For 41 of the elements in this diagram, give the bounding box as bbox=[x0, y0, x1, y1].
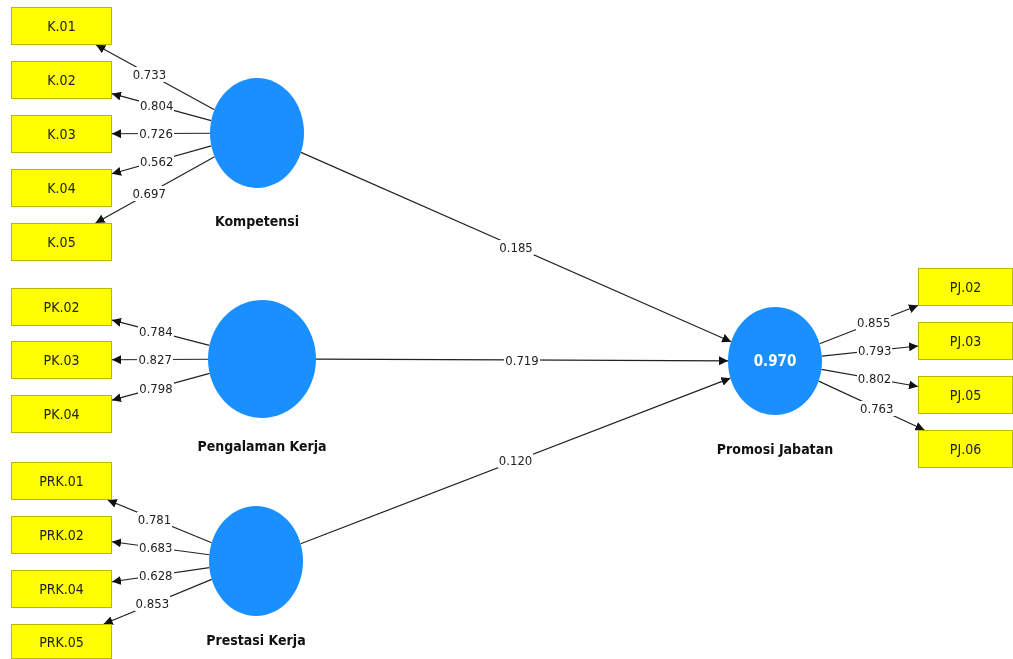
indicator-box: PK.03 bbox=[11, 341, 112, 379]
indicator-box: PJ.03 bbox=[918, 322, 1013, 360]
arrow bbox=[300, 377, 732, 545]
variable-name: Pengalaman Kerja bbox=[197, 438, 327, 454]
variable-name: Prestasi Kerja bbox=[206, 632, 306, 648]
edge-label: 0.804 bbox=[138, 98, 175, 114]
indicator-box: K.03 bbox=[11, 115, 112, 153]
arrow bbox=[315, 356, 729, 366]
edge-label: 0.855 bbox=[855, 315, 892, 331]
edge-label: 0.784 bbox=[138, 323, 174, 339]
arrow bbox=[300, 151, 732, 343]
edge-label: 0.853 bbox=[134, 596, 171, 612]
edge-label: 0.562 bbox=[138, 153, 175, 169]
edge-label: 0.697 bbox=[131, 185, 167, 201]
indicator-box: PJ.05 bbox=[918, 376, 1013, 414]
edge-label: 0.798 bbox=[138, 380, 174, 396]
indicator-box: PRK.05 bbox=[11, 624, 112, 659]
indicator-box: PRK.01 bbox=[11, 462, 112, 500]
indicator-box: PK.04 bbox=[11, 395, 112, 433]
variable-name: Kompetensi bbox=[214, 213, 300, 229]
indicator-box: PJ.06 bbox=[918, 430, 1013, 468]
latent-variable-circle bbox=[210, 78, 304, 188]
indicator-box: PJ.02 bbox=[918, 268, 1013, 306]
indicator-box: PRK.04 bbox=[11, 570, 112, 608]
indicator-box: PK.02 bbox=[11, 288, 112, 326]
latent-variable-circle bbox=[728, 307, 822, 415]
indicator-box: K.01 bbox=[11, 7, 112, 45]
indicator-box: PRK.02 bbox=[11, 516, 112, 554]
edge-label: 0.781 bbox=[136, 511, 173, 527]
indicator-box: K.04 bbox=[11, 169, 112, 207]
edge-label: 0.120 bbox=[497, 453, 534, 469]
edge-label: 0.185 bbox=[498, 239, 534, 255]
latent-variable-circle bbox=[209, 506, 303, 616]
indicator-box: K.02 bbox=[11, 61, 112, 99]
edge-label: 0.726 bbox=[138, 126, 174, 141]
r-squared-value: 0.970 bbox=[752, 352, 798, 370]
indicator-box: K.05 bbox=[11, 223, 112, 261]
variable-name: Promosi Jabatan bbox=[716, 441, 834, 457]
edge-label: 0.763 bbox=[859, 400, 895, 416]
latent-variable-circle bbox=[208, 300, 316, 418]
edge-label: 0.733 bbox=[131, 66, 168, 82]
